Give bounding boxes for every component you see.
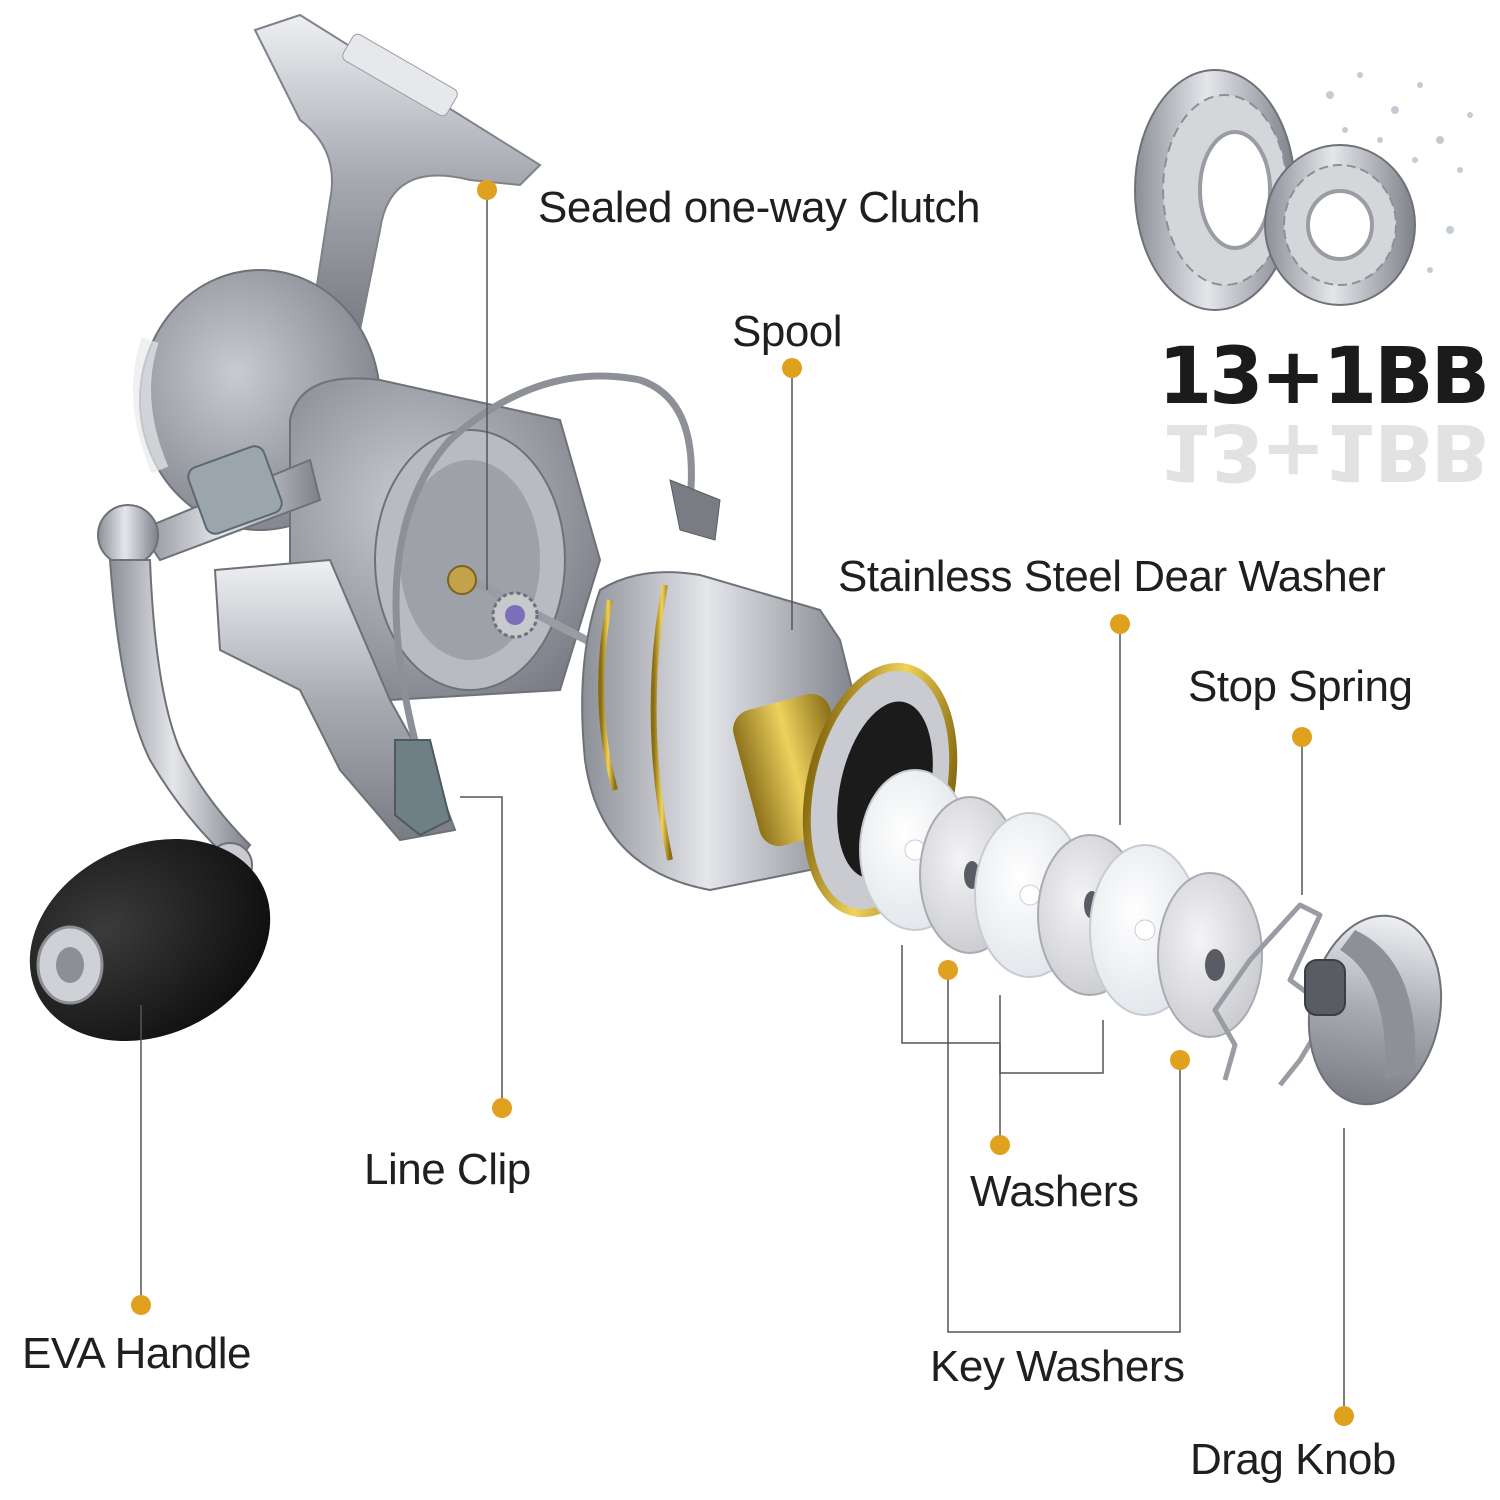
label-key-washers: Key Washers: [930, 1342, 1185, 1391]
callout-dot: [492, 1098, 512, 1118]
bearing-count-badge: 13+1BB: [1158, 332, 1490, 422]
callout-dot: [1292, 727, 1312, 747]
callout-dot: [782, 358, 802, 378]
washer-icon: [1157, 872, 1263, 1038]
callout-dot: [1170, 1050, 1190, 1070]
label-drag-knob: Drag Knob: [1190, 1435, 1396, 1484]
label-sealed-clutch: Sealed one-way Clutch: [538, 183, 980, 232]
label-stop-spring: Stop Spring: [1188, 662, 1413, 711]
bearing-count-reflection: 13+1BB: [1158, 406, 1488, 496]
label-eva-handle: EVA Handle: [22, 1329, 252, 1378]
label-line-clip: Line Clip: [364, 1145, 531, 1194]
callout-dot: [477, 180, 497, 200]
leader-lines: [140, 190, 1345, 1416]
bearing-icon: [1264, 144, 1416, 306]
drag-knob-icon: [1304, 914, 1443, 1106]
callout-dot: [1334, 1406, 1354, 1426]
label-washers: Washers: [970, 1167, 1139, 1216]
label-dear-washer: Stainless Steel Dear Washer: [838, 552, 1386, 601]
eva-handle-knob: [29, 838, 271, 1042]
reel-body-icon: [97, 13, 721, 888]
callout-dots: [131, 180, 1354, 1426]
callout-dot: [1110, 614, 1130, 634]
washer-stack: [859, 769, 1263, 1038]
water-droplets-icon: [1326, 72, 1473, 273]
callout-dot: [938, 960, 958, 980]
callout-dot: [990, 1135, 1010, 1155]
callout-dot: [131, 1295, 151, 1315]
bearing-icon: [1134, 69, 1296, 311]
label-spool: Spool: [732, 307, 843, 356]
